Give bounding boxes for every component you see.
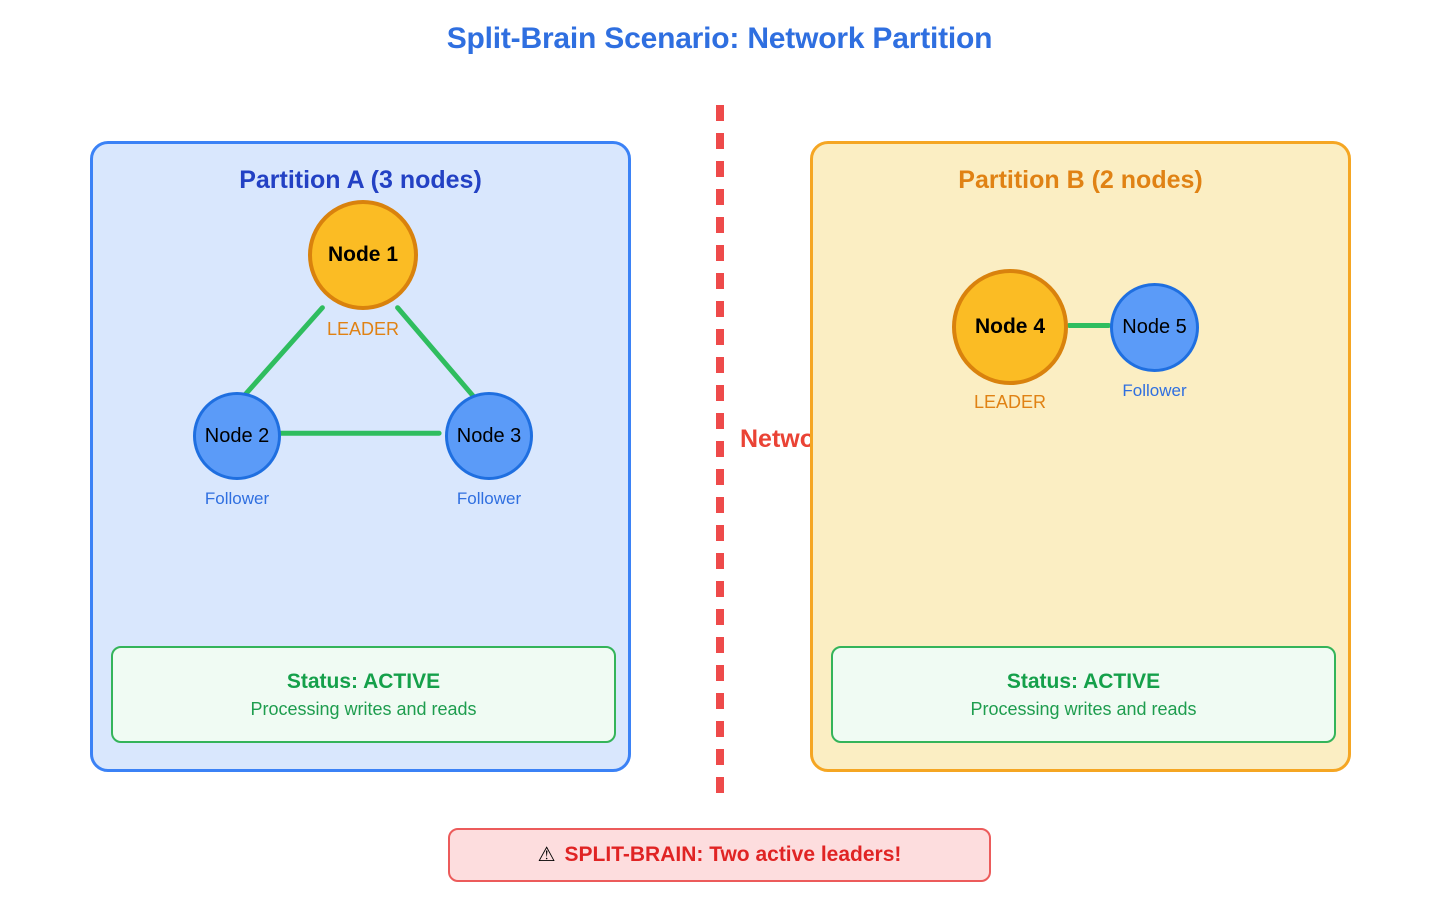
partition-a-status-title: Status: ACTIVE — [286, 669, 441, 693]
node-5-role-label: Follower — [1122, 381, 1187, 400]
partition-b-status-card: Status: ACTIVE Processing writes and rea… — [831, 646, 1336, 743]
partition-b-title: Partition B (2 nodes) — [958, 166, 1203, 194]
node-5-label: Node 5 — [1122, 316, 1187, 338]
partition-a-title: Partition A (3 nodes) — [239, 166, 482, 194]
partition-b-container: Partition B (2 nodes) Node 4 LEADER Node… — [810, 141, 1351, 772]
node-2-label: Node 2 — [204, 424, 270, 447]
node-4[interactable]: Node 4 — [952, 269, 1068, 385]
node-1-role-label: LEADER — [326, 319, 400, 339]
partition-a-container: Partition A (3 nodes) Node 1 LEADER Node… — [90, 141, 631, 772]
node-3-role-label: Follower — [456, 489, 522, 508]
partition-a-status-card: Status: ACTIVE Processing writes and rea… — [111, 646, 616, 743]
partition-b-status-subtitle: Processing writes and reads — [970, 698, 1197, 719]
node-3-label: Node 3 — [456, 424, 522, 447]
page-title: Split-Brain Scenario: Network Partition — [446, 22, 993, 55]
node-4-label: Node 4 — [974, 315, 1045, 338]
split-brain-warning-banner: ⚠ SPLIT-BRAIN: Two active leaders! — [448, 828, 991, 882]
partition-a-status-subtitle: Processing writes and reads — [250, 698, 477, 719]
node-2-role-label: Follower — [204, 489, 270, 508]
node-3[interactable]: Node 3 — [445, 392, 533, 480]
split-brain-warning-text: SPLIT-BRAIN: Two active leaders! — [564, 843, 902, 866]
network-partition-divider — [716, 105, 724, 802]
node-1[interactable]: Node 1 — [308, 200, 418, 310]
warning-triangle-icon: ⚠ — [537, 844, 556, 866]
node-2[interactable]: Node 2 — [193, 392, 281, 480]
partition-b-status-title: Status: ACTIVE — [1006, 669, 1161, 693]
node-4-role-label: LEADER — [973, 392, 1047, 412]
node-5[interactable]: Node 5 — [1110, 283, 1199, 372]
node-1-label: Node 1 — [327, 243, 398, 266]
